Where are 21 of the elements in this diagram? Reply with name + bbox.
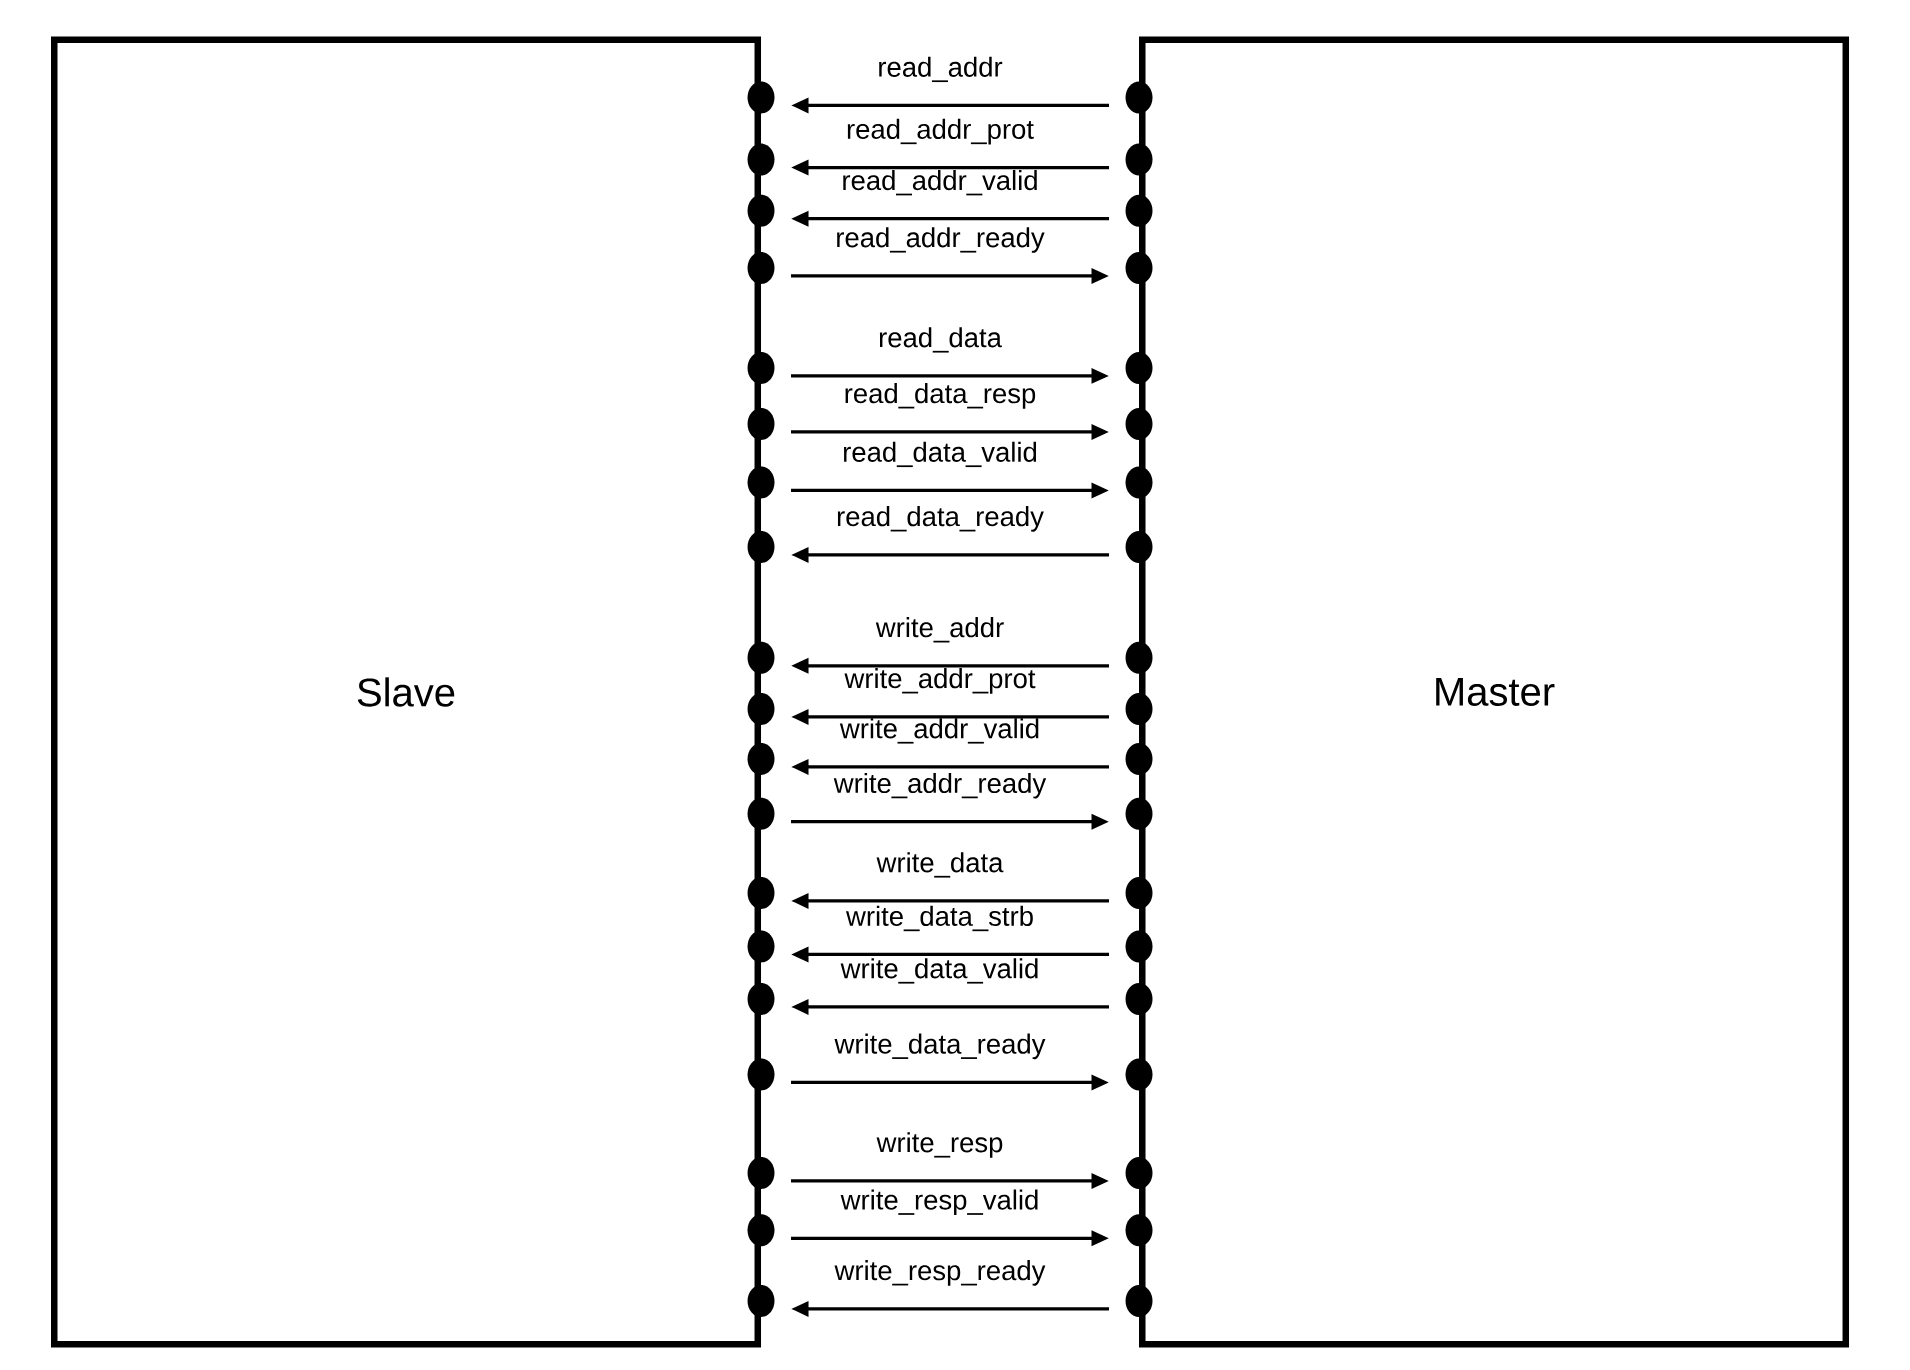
block-box: Master [1139,36,1850,1348]
signal-label: write_addr_prot [844,668,1036,694]
signal-label: read_data_valid [844,441,1037,468]
signal-label: write_addr_valid [839,718,1039,744]
signal-label: read_addr_valid [843,170,1037,196]
signal-label: write_data_ready [834,1033,1046,1060]
signal-label: write_resp_valid [840,1189,1038,1216]
signal-label: write_resp [876,1132,1003,1158]
signal-label: write_addr [875,617,1004,643]
block-box: Slave [51,36,761,1348]
signal-label: write_data_strb [845,905,1033,932]
signal-label: write_resp_ready [834,1260,1046,1286]
signal-label: write_data_valid [840,958,1038,984]
signal-label: write_data [876,852,1004,878]
signal-label: read_addr_prot [847,118,1034,145]
signal-label: read_data_resp [845,383,1036,409]
signal-label: read_addr_ready [837,227,1045,253]
signal-label: read_data_ready [837,506,1044,532]
signal-label: read_addr [879,56,1003,83]
signal-label: read_data [879,327,1002,353]
signal-label: write_addr_ready [833,772,1047,799]
